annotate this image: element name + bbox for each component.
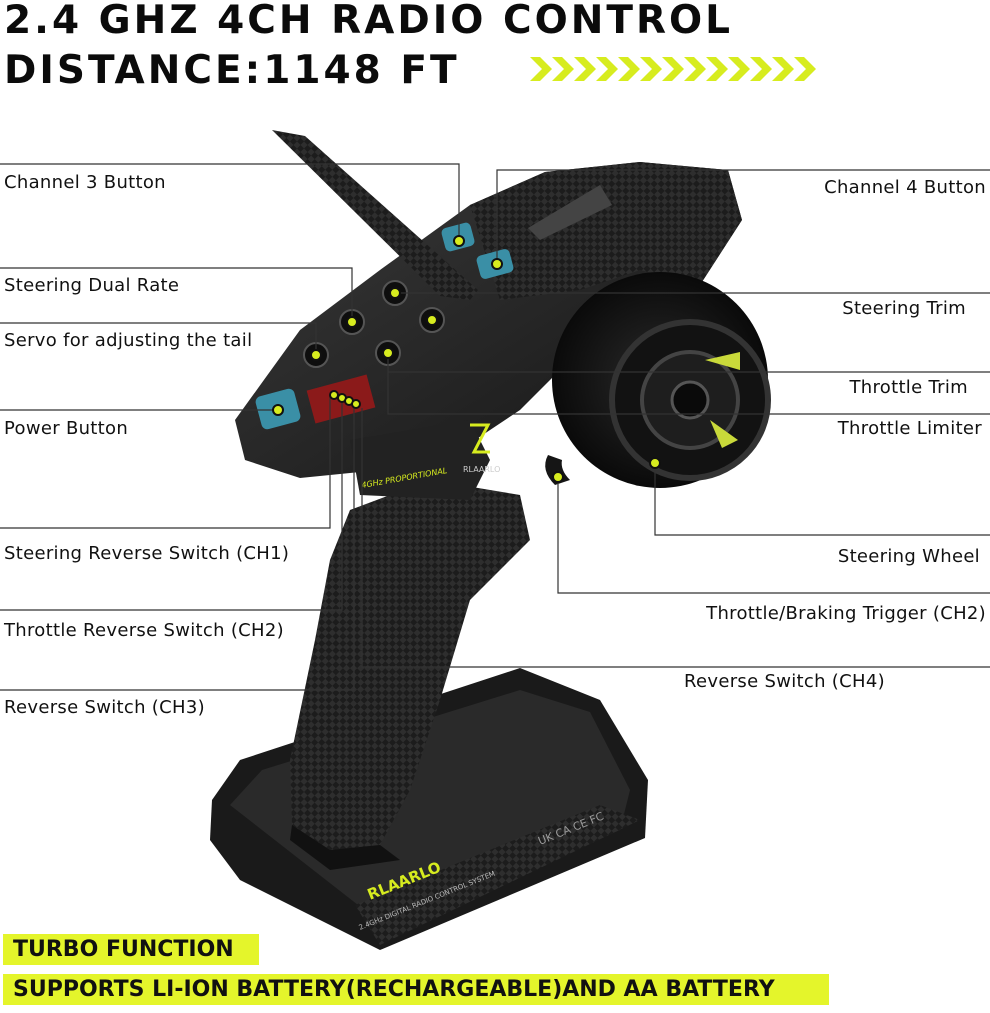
callout-channel-4-button: Channel 4 Button bbox=[824, 177, 986, 198]
feature-badge-battery: SUPPORTS LI-ION BATTERY(RECHARGEABLE)AND… bbox=[3, 974, 829, 1005]
chevron-arrows-icon bbox=[530, 57, 816, 81]
callout-steering-trim: Steering Trim bbox=[842, 298, 966, 319]
headline-line-1: 2.4 GHZ 4CH RADIO CONTROL bbox=[4, 0, 734, 43]
callout-steering-dual-rate: Steering Dual Rate bbox=[4, 275, 180, 296]
callout-reverse-switch-ch3: Reverse Switch (CH3) bbox=[4, 697, 205, 718]
callout-reverse-switch-ch4: Reverse Switch (CH4) bbox=[684, 671, 885, 692]
feature-badge-turbo: TURBO FUNCTION bbox=[3, 934, 259, 965]
callout-power-button: Power Button bbox=[4, 418, 129, 439]
headline-line-2: DISTANCE:1148 FT bbox=[4, 48, 460, 93]
callout-throttle-braking-trigger: Throttle/Braking Trigger (CH2) bbox=[706, 603, 986, 624]
callout-throttle-trim: Throttle Trim bbox=[849, 377, 968, 398]
callout-servo-adjust-tail: Servo for adjusting the tail bbox=[4, 330, 253, 351]
callout-channel-3-button: Channel 3 Button bbox=[4, 172, 166, 193]
callout-throttle-reverse-switch: Throttle Reverse Switch (CH2) bbox=[4, 620, 284, 641]
grip-brand-text: RLAARLO bbox=[463, 465, 500, 474]
callout-steering-wheel: Steering Wheel bbox=[837, 546, 980, 567]
callout-throttle-limiter: Throttle Limiter bbox=[837, 418, 982, 439]
callout-steering-reverse-switch: Steering Reverse Switch (CH1) bbox=[4, 543, 290, 564]
